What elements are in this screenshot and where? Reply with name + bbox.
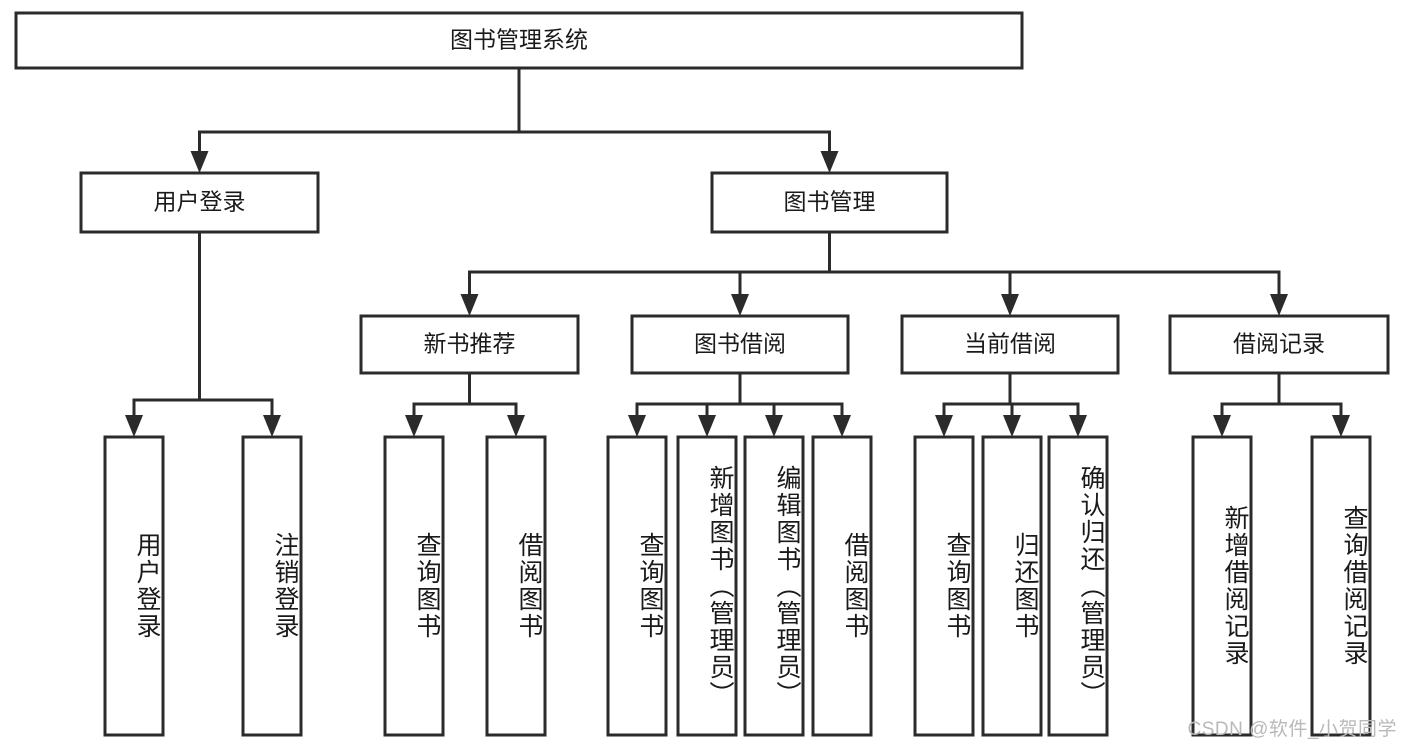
leaf-box-2-查询图书[interactable] xyxy=(383,435,445,737)
arrow-head-borrow-book-2 xyxy=(765,415,783,437)
arrow-head-new-book-0 xyxy=(405,415,423,437)
leaf-box-5-新增图书管理员[interactable] xyxy=(676,435,738,737)
arrow-head-current-borrow-1 xyxy=(1003,415,1021,437)
node-label-图书管理系统: 图书管理系统 xyxy=(450,27,588,53)
node-box-借阅记录[interactable] xyxy=(1168,314,1390,375)
node-box-新书推荐[interactable] xyxy=(359,314,580,375)
arrow-head-book-mgmt-2 xyxy=(1001,294,1019,316)
node-label-用户登录: 用户登录 xyxy=(154,189,246,215)
arrow-head-current-borrow-0 xyxy=(935,415,953,437)
arrow-head-book-mgmt-3 xyxy=(1270,294,1288,316)
node-label-新书推荐: 新书推荐 xyxy=(424,331,516,357)
node-box-图书管理[interactable] xyxy=(710,171,949,234)
arrow-head-borrow-book-3 xyxy=(833,415,851,437)
arrow-head-book-mgmt-1 xyxy=(731,294,749,316)
arrow-head-user-login-0 xyxy=(125,415,143,437)
leaf-box-0-用户登录[interactable] xyxy=(103,435,165,737)
arrow-head-current-borrow-2 xyxy=(1069,415,1087,437)
arrow-head-new-book-1 xyxy=(507,415,525,437)
node-box-当前借阅[interactable] xyxy=(900,314,1120,375)
watermark: CSDN @软件_小贺同学 xyxy=(1187,719,1397,740)
leaf-box-9-归还图书[interactable] xyxy=(981,435,1043,737)
leaf-box-3-借阅图书[interactable] xyxy=(485,435,547,737)
arrow-head-borrow-record-0 xyxy=(1213,415,1231,437)
leaf-box-8-查询图书[interactable] xyxy=(913,435,975,737)
leaf-box-12-查询借阅记录[interactable] xyxy=(1310,435,1372,737)
connector-layer xyxy=(125,66,1350,437)
leaf-box-1-注销登录[interactable] xyxy=(241,435,303,737)
node-box-图书借阅[interactable] xyxy=(630,314,850,375)
leaf-box-10-确认归还管理员[interactable] xyxy=(1047,435,1109,737)
arrow-head-borrow-book-0 xyxy=(628,415,646,437)
arrow-head-root-1 xyxy=(820,151,839,173)
leaf-box-4-查询图书[interactable] xyxy=(606,435,668,737)
node-label-借阅记录: 借阅记录 xyxy=(1233,331,1325,357)
arrow-head-borrow-record-1 xyxy=(1332,415,1350,437)
arrow-head-book-mgmt-0 xyxy=(460,294,479,316)
leaf-box-7-借阅图书[interactable] xyxy=(811,435,873,737)
leaf-box-6-编辑图书管理员[interactable] xyxy=(743,435,805,737)
node-box-用户登录[interactable] xyxy=(79,171,320,234)
arrow-head-user-login-1 xyxy=(263,415,281,437)
node-label-图书借阅: 图书借阅 xyxy=(694,331,786,357)
arrow-head-borrow-book-1 xyxy=(698,415,716,437)
node-box-图书管理系统[interactable] xyxy=(14,11,1024,70)
node-label-当前借阅: 当前借阅 xyxy=(964,331,1056,357)
node-box-layer xyxy=(14,11,1390,737)
node-label-图书管理: 图书管理 xyxy=(784,189,876,215)
arrow-head-root-0 xyxy=(190,151,209,173)
leaf-box-11-新增借阅记录[interactable] xyxy=(1191,435,1253,737)
